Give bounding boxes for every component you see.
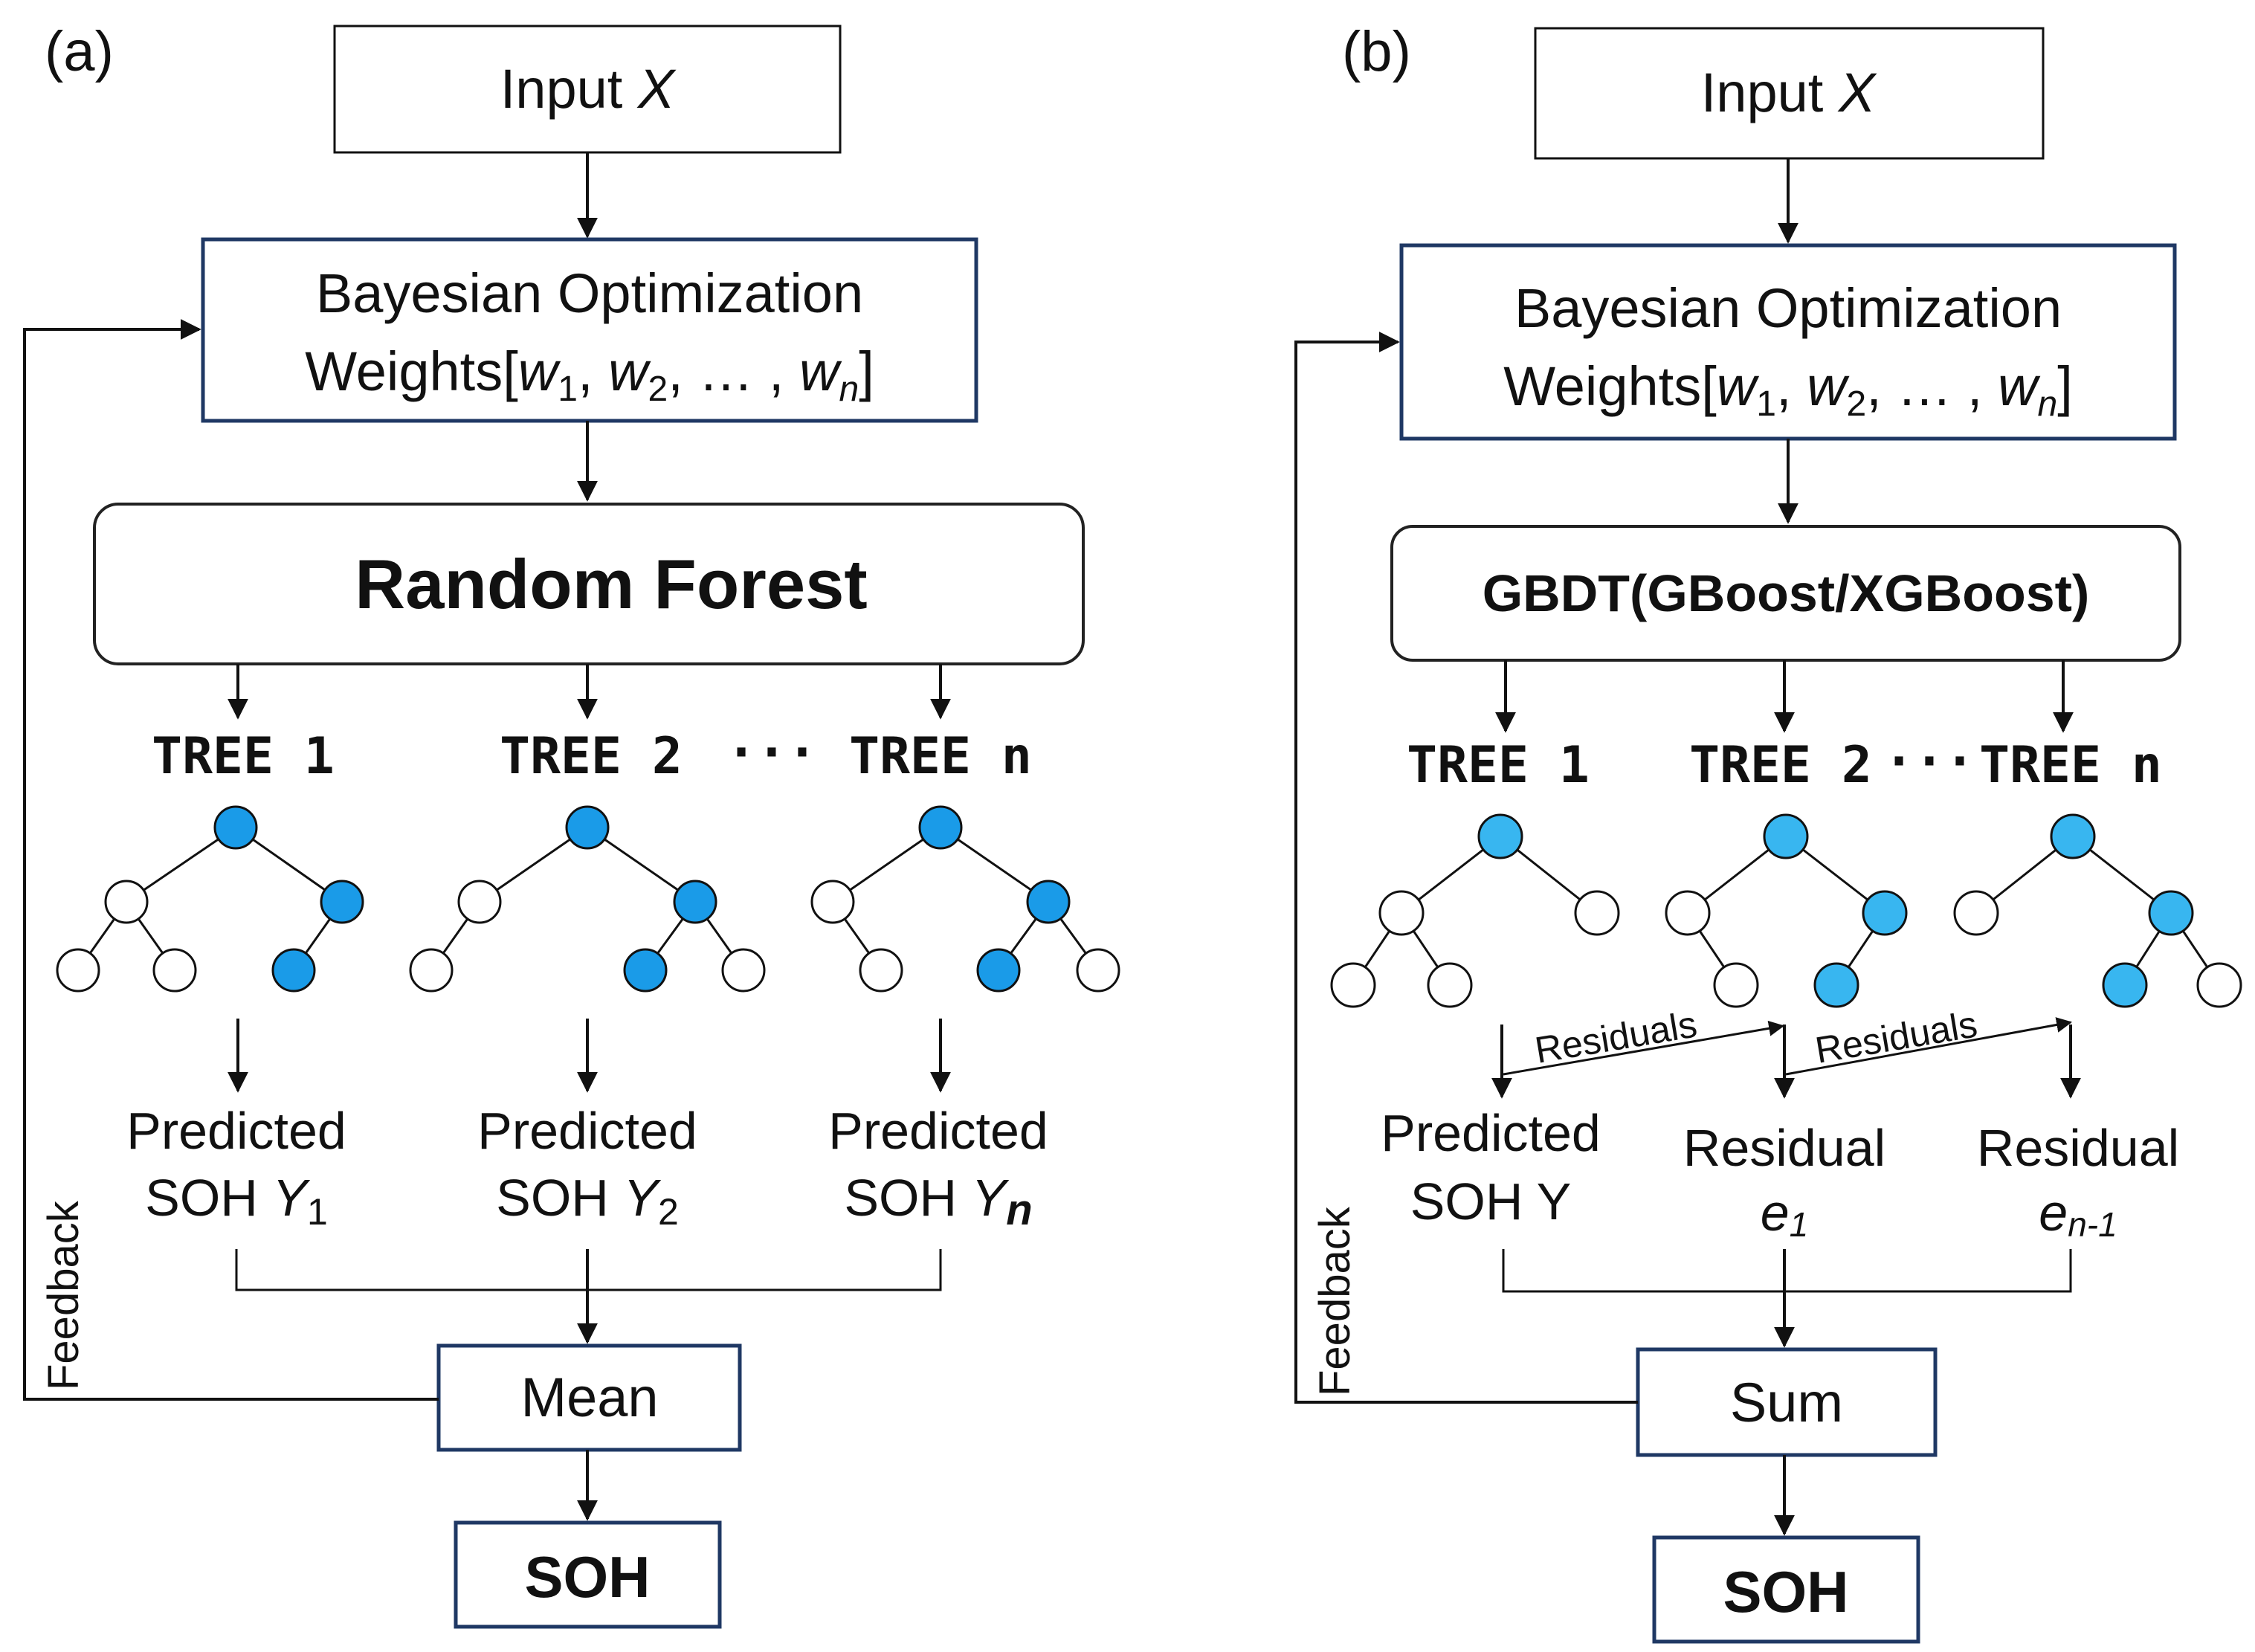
output-box-a <box>454 1520 722 1629</box>
tree1-label-a: TREE 1 <box>152 727 335 786</box>
tree1-label-b: TREE 1 <box>1407 736 1590 795</box>
tree-n-graphic-a <box>810 805 1120 993</box>
aggregate-label-b: Sum <box>1730 1372 1843 1433</box>
input-box-a <box>333 25 842 154</box>
output-label-a: SOH <box>524 1544 650 1610</box>
residual1-title-b: Residual <box>1683 1119 1885 1177</box>
residuals-label-1-b: Residuals <box>1532 1003 1700 1071</box>
panel-b-label: (b) <box>1342 20 1411 83</box>
tree-n-graphic-b <box>1953 813 2242 1008</box>
tree2-label-a: TREE 2 <box>500 727 683 786</box>
aggregate-box-a <box>436 1343 742 1452</box>
bo-box-a <box>201 237 978 423</box>
tree-dots-a: ··· <box>726 723 818 782</box>
tree-2-graphic-b <box>1665 813 1908 1008</box>
panel-a-label: (a) <box>45 20 114 83</box>
panel-a: (a) Input X Bayesian Optimization Weight… <box>23 20 1120 1629</box>
pred-title-b: Predicted <box>1381 1104 1601 1162</box>
pred2-soh-a: SOH Y2 <box>496 1169 679 1233</box>
residuals-label-2-b: Residuals <box>1813 1003 1981 1071</box>
residual-arrow-2-b <box>1785 1017 2073 1076</box>
residualn-title-b: Residual <box>1977 1119 2179 1177</box>
feedback-label-a: Feedback <box>39 1200 88 1390</box>
output-box-b <box>1652 1535 1920 1644</box>
residual-arrow-1-b <box>1503 1020 1785 1076</box>
input-text-b: Input X <box>1701 62 1877 123</box>
pred1-title-a: Predicted <box>126 1102 346 1160</box>
tree-1-graphic-b <box>1330 813 1620 1008</box>
bo-title-a: Bayesian Optimization <box>316 262 863 324</box>
bo-weights-b: Weights[w1, w2, … , wn] <box>1503 355 2073 424</box>
tree-2-graphic-a <box>409 805 766 993</box>
predn-soh-a: SOH Yn <box>844 1169 1032 1234</box>
tree-dots-b: ··· <box>1884 732 1975 791</box>
model-label-a: Random Forest <box>355 545 867 623</box>
merge-bracket-b <box>1502 1249 2072 1293</box>
bo-title-b: Bayesian Optimization <box>1514 277 2062 339</box>
feedback-label-b: Feedback <box>1311 1206 1359 1396</box>
aggregate-label-a: Mean <box>520 1367 658 1428</box>
panel-b: (b) Input X Bayesian Optimization Weight… <box>1294 20 2242 1644</box>
residualn-var-b: en-1 <box>2039 1184 2117 1244</box>
model-label-b: GBDT(GBoost/XGBoost) <box>1483 564 2090 622</box>
output-label-b: SOH <box>1723 1559 1848 1624</box>
input-text-a: Input X <box>500 58 677 120</box>
feedback-loop-b <box>1294 332 1638 1404</box>
bo-box-b <box>1399 243 2177 441</box>
input-box-b <box>1534 27 2045 160</box>
treen-label-b: TREE n <box>1979 736 2162 795</box>
bo-weights-a: Weights[w1, w2, … , wn] <box>305 341 874 409</box>
pred1-soh-a: SOH Y1 <box>145 1169 328 1233</box>
tree2-label-b: TREE 2 <box>1689 736 1872 795</box>
predn-title-a: Predicted <box>828 1102 1048 1160</box>
pred2-title-a: Predicted <box>477 1102 697 1160</box>
aggregate-box-b <box>1636 1347 1938 1457</box>
tree-1-graphic-a <box>56 805 364 993</box>
feedback-loop-a <box>23 319 439 1401</box>
residual1-var-b: e1 <box>1761 1184 1809 1244</box>
pred-soh-b: SOH Y <box>1410 1172 1572 1230</box>
treen-label-a: TREE n <box>849 727 1032 786</box>
